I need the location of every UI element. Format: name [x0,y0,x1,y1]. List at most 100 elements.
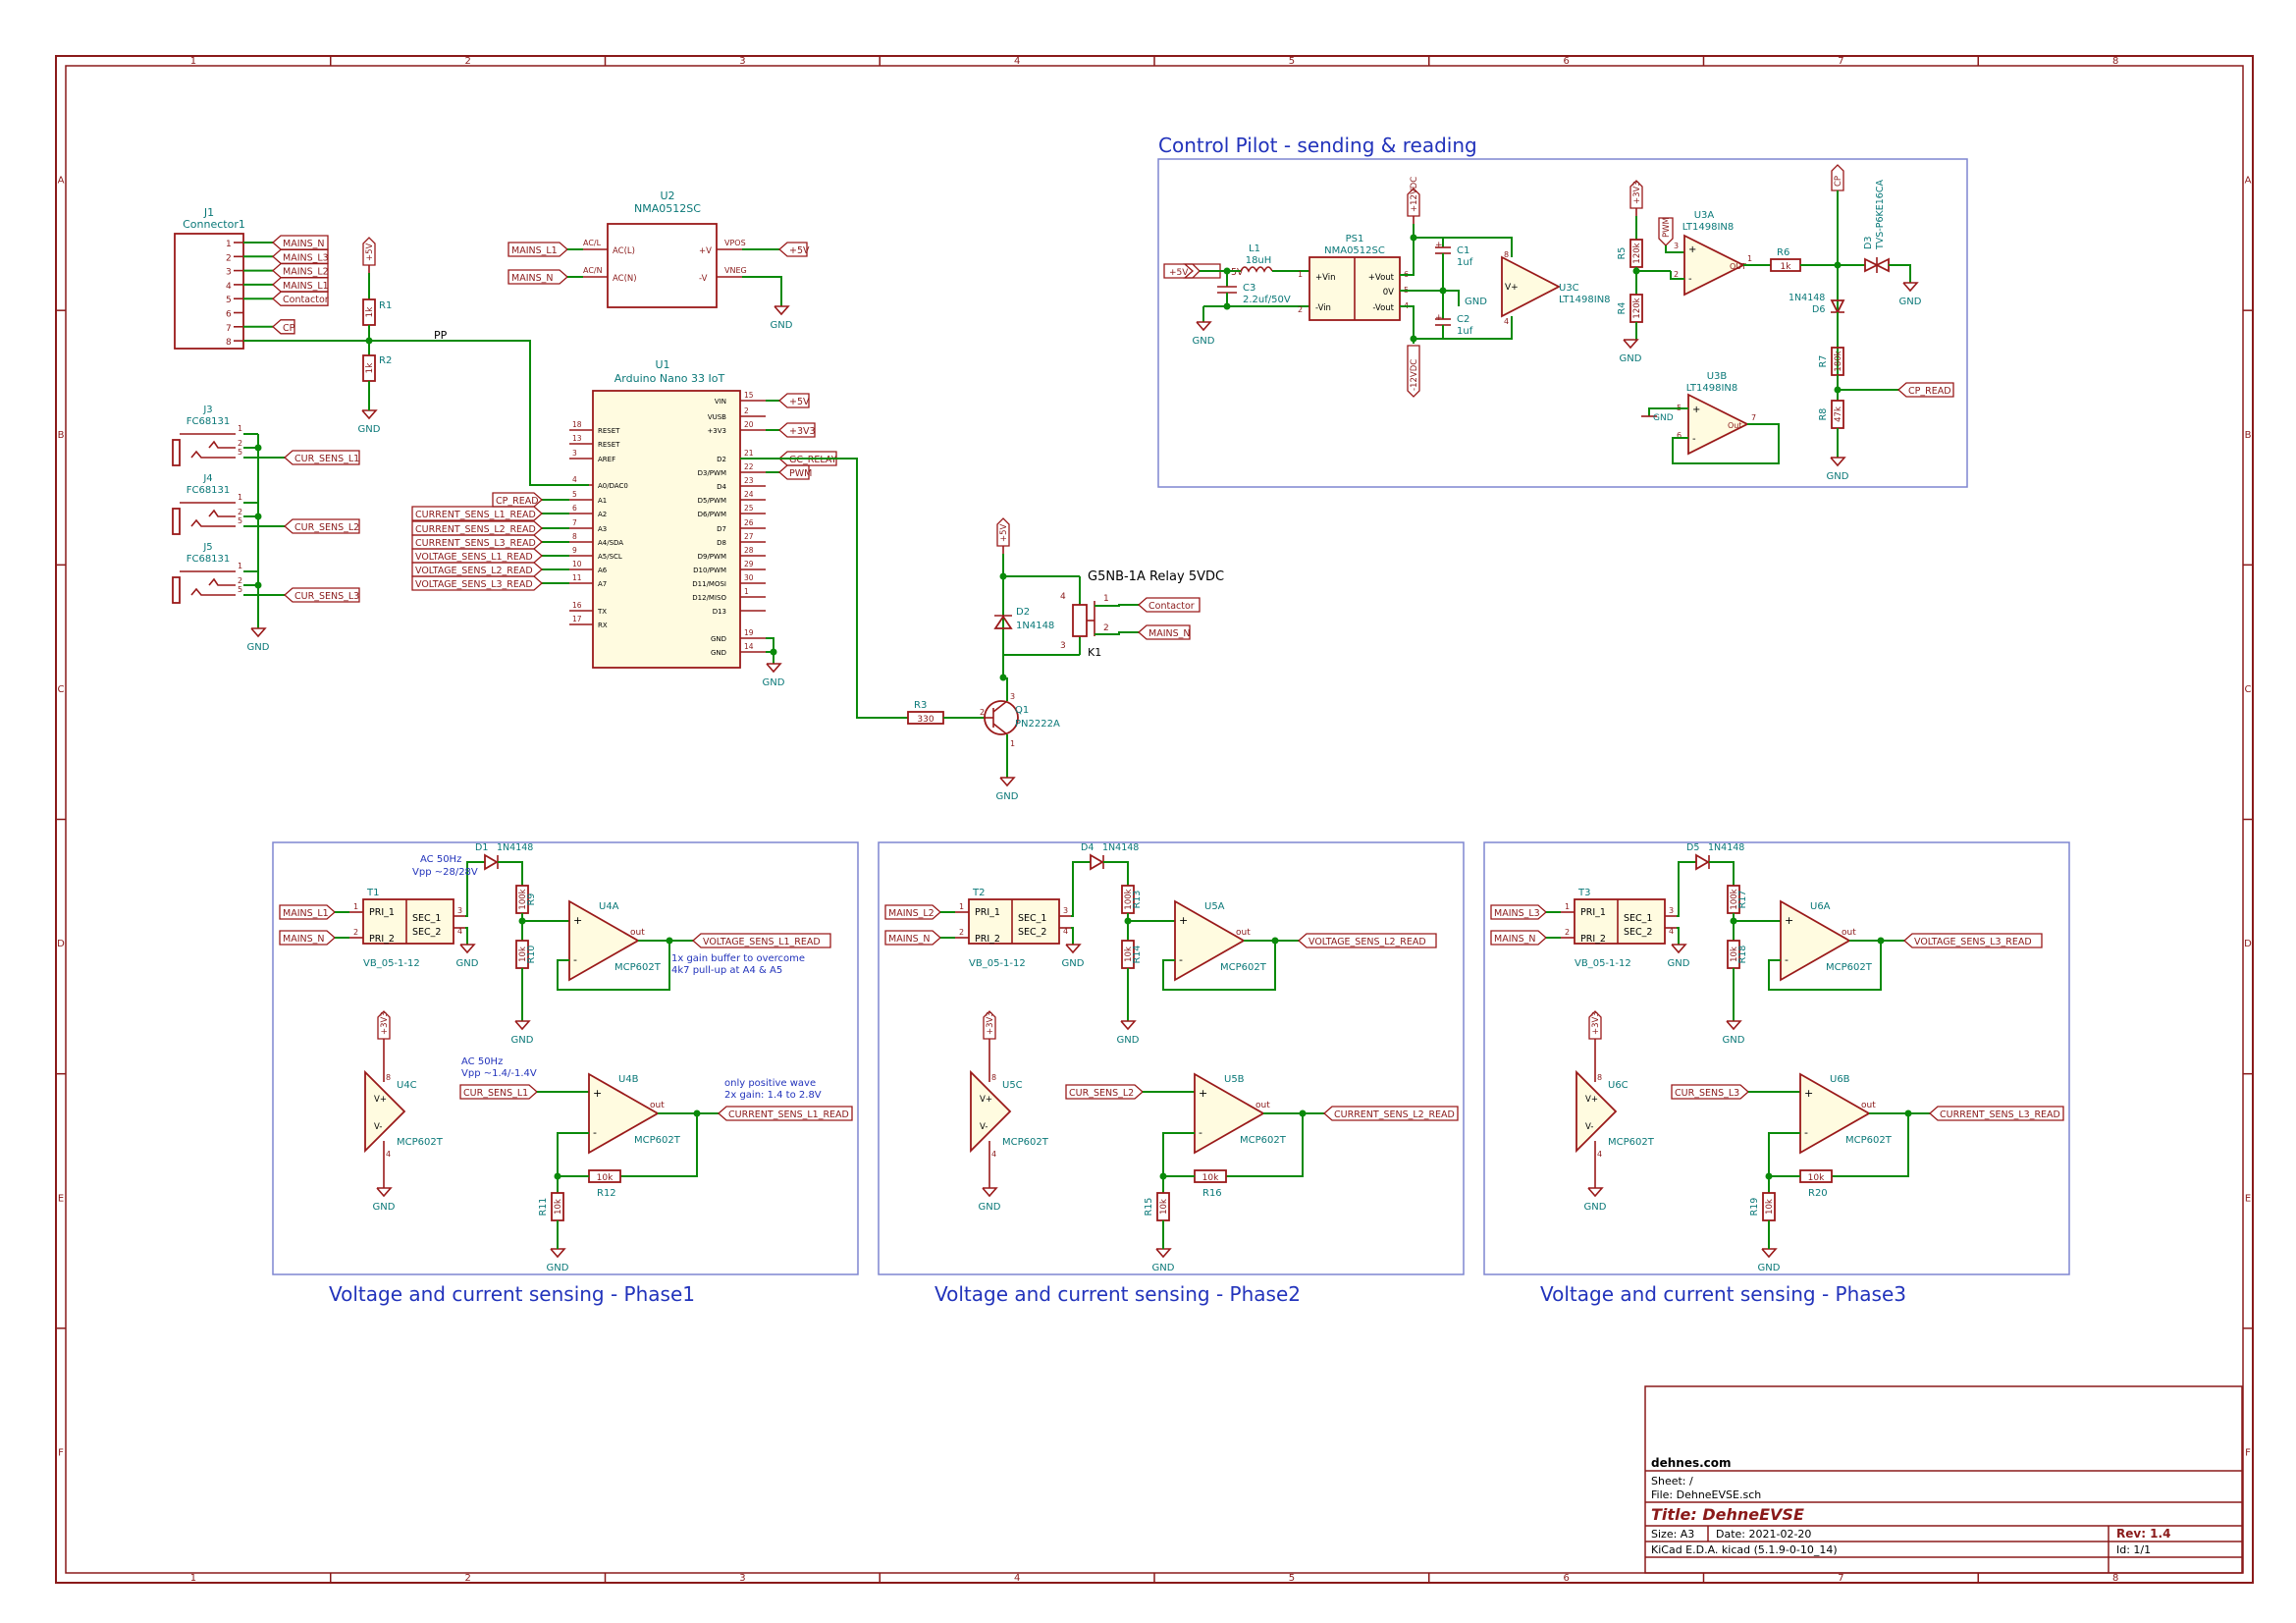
svg-text:4: 4 [386,1150,391,1159]
gnd-symbol: GND [1584,1187,1607,1213]
svg-text:5: 5 [1289,1573,1295,1584]
svg-text:D: D [2244,939,2252,949]
svg-text:V-: V- [374,1122,382,1132]
svg-text:20: 20 [744,420,754,429]
svg-text:1: 1 [190,56,196,67]
svg-text:100k: 100k [1730,889,1739,909]
svg-text:AREF: AREF [598,456,615,463]
svg-text:2: 2 [1298,305,1303,314]
svg-text:+Vout: +Vout [1368,273,1395,283]
svg-text:1: 1 [238,562,242,570]
net-label: PWM [778,464,812,480]
svg-text:Contactor: Contactor [1148,601,1195,612]
svg-text:U5C: U5C [1002,1080,1023,1091]
svg-text:-Vout: -Vout [1372,303,1394,313]
svg-text:K1: K1 [1088,646,1101,659]
svg-text:out: out [630,928,645,938]
svg-text:R10: R10 [526,946,537,964]
svg-text:A4/SDA: A4/SDA [598,539,623,547]
svg-text:only positive wave: only positive wave [724,1078,816,1089]
svg-text:FC68131: FC68131 [187,485,231,496]
svg-text:PWM: PWM [1662,217,1672,238]
svg-text:B: B [58,430,65,441]
svg-text:+: + [593,1087,602,1100]
connector-j1: J1 Connector1 12345678MAINS_NMAINS_L3MAI… [174,206,381,435]
tb-file: File: DehneEVSE.sch [1651,1488,1761,1501]
svg-text:SEC_1: SEC_1 [1624,913,1652,924]
svg-text:5: 5 [238,448,242,457]
svg-text:+3V3: +3V3 [1591,1011,1601,1035]
phase3-title: Voltage and current sensing - Phase3 [1540,1282,1906,1306]
svg-text:+: + [1804,1087,1813,1100]
svg-text:D12/MISO: D12/MISO [692,594,726,602]
svg-text:B: B [2245,430,2252,441]
svg-text:CP_READ: CP_READ [1908,386,1951,397]
svg-text:+3V3: +3V3 [986,1011,995,1035]
svg-text:3: 3 [1060,641,1066,651]
svg-text:PRI_1: PRI_1 [1580,907,1606,918]
gnd-symbol: GND [547,1248,569,1273]
svg-text:3: 3 [739,56,745,67]
svg-text:8: 8 [1504,250,1509,259]
svg-text:R1: R1 [379,300,392,311]
svg-text:MAINS_N: MAINS_N [1494,934,1536,945]
svg-text:F: F [58,1447,64,1458]
svg-text:10k: 10k [1202,1173,1219,1183]
svg-text:U6A: U6A [1810,901,1831,912]
svg-text:9: 9 [572,546,577,555]
svg-text:R9: R9 [526,893,537,906]
svg-text:7: 7 [1838,56,1843,67]
tb-tool: KiCad E.D.A. kicad (5.1.9-0-10_14) [1651,1543,1838,1556]
svg-text:MCP602T: MCP602T [1002,1137,1049,1148]
net-label: MAINS_L1 [507,242,568,257]
net-label: CURRENT_SENS_L2_READ [411,520,543,536]
svg-text:R16: R16 [1202,1188,1222,1199]
svg-text:-Vin: -Vin [1315,303,1331,313]
svg-text:PRI_2: PRI_2 [975,934,1000,945]
svg-text:CP: CP [283,323,295,334]
svg-text:T2: T2 [972,888,985,898]
svg-text:3: 3 [1674,242,1679,250]
svg-text:GND: GND [1193,336,1215,347]
phase1-box [272,841,859,1275]
svg-text:RX: RX [598,622,608,629]
net-label: VOLTAGE_SENS_L3_READ [1903,933,2043,948]
tb-rev: Rev: 1.4 [2116,1527,2170,1541]
svg-text:2: 2 [238,508,242,516]
svg-text:GND: GND [373,1202,396,1213]
svg-text:D8: D8 [717,539,726,547]
svg-text:GND: GND [511,1035,534,1046]
svg-text:5: 5 [238,516,242,525]
svg-text:A2: A2 [598,511,607,518]
svg-text:R8: R8 [1818,408,1829,421]
phase2-title: Voltage and current sensing - Phase2 [934,1282,1301,1306]
svg-text:VIN: VIN [715,398,726,406]
svg-text:CUR_SENS_L3: CUR_SENS_L3 [1675,1088,1739,1099]
svg-text:E: E [2245,1193,2251,1204]
svg-text:AC 50Hz: AC 50Hz [420,854,461,865]
svg-text:MCP602T: MCP602T [1608,1137,1655,1148]
svg-text:VPOS: VPOS [724,239,746,247]
svg-text:VUSB: VUSB [708,413,726,421]
svg-text:7: 7 [226,324,232,334]
svg-text:U5B: U5B [1224,1074,1245,1085]
svg-text:GND: GND [247,642,270,653]
svg-text:GND: GND [358,424,381,435]
svg-text:7: 7 [1751,413,1756,422]
svg-text:21: 21 [744,449,754,458]
net-label: CURRENT_SENS_L1_READ [718,1106,853,1121]
svg-text:+3V3: +3V3 [707,427,726,435]
svg-text:1: 1 [190,1573,196,1584]
tb-id: Id: 1/1 [2116,1543,2151,1556]
svg-text:V+: V+ [374,1095,387,1105]
svg-text:R3: R3 [914,700,927,711]
svg-text:CURRENT_SENS_L1_READ: CURRENT_SENS_L1_READ [728,1109,849,1120]
